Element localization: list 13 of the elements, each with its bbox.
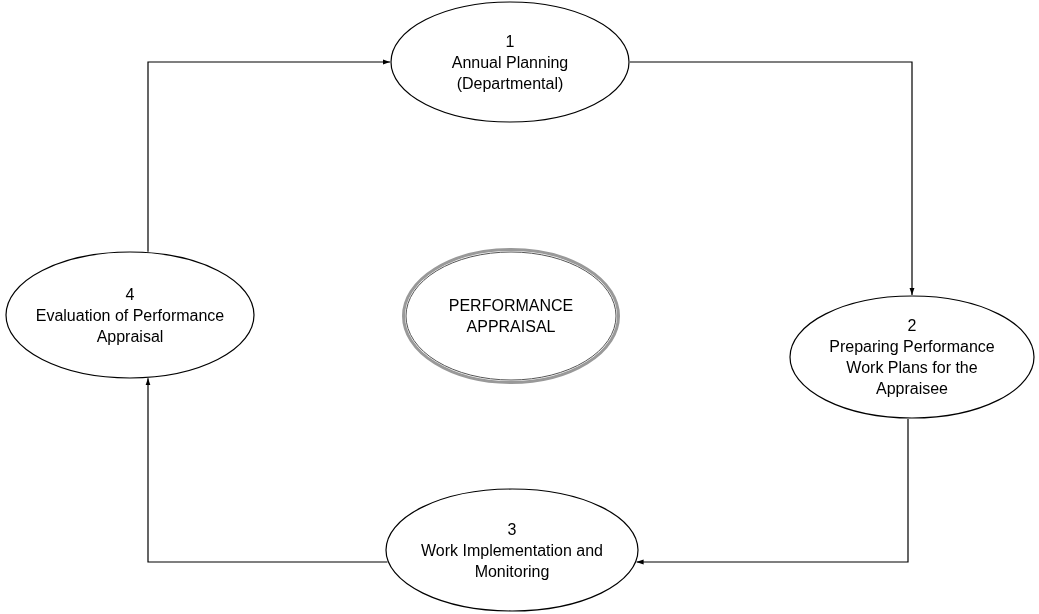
step-label: PERFORMANCE APPRAISAL: [447, 296, 575, 337]
step-label: Annual Planning (Departmental): [450, 52, 570, 94]
step-number: 2: [907, 316, 917, 336]
connector-arrow: [636, 418, 909, 565]
step-number: 4: [125, 284, 135, 305]
connector-arrow: [147, 59, 391, 253]
step-number: 3: [507, 519, 517, 540]
step-number: 1: [505, 31, 515, 52]
step-label: Work Implementation and Monitoring: [420, 540, 604, 582]
connector-arrow: [629, 61, 915, 296]
connector-arrow: [145, 377, 388, 563]
step-label: Preparing Performance Work Plans for the Appraisee: [828, 337, 996, 399]
step-label: Evaluation of Performance Appraisal: [34, 305, 226, 347]
